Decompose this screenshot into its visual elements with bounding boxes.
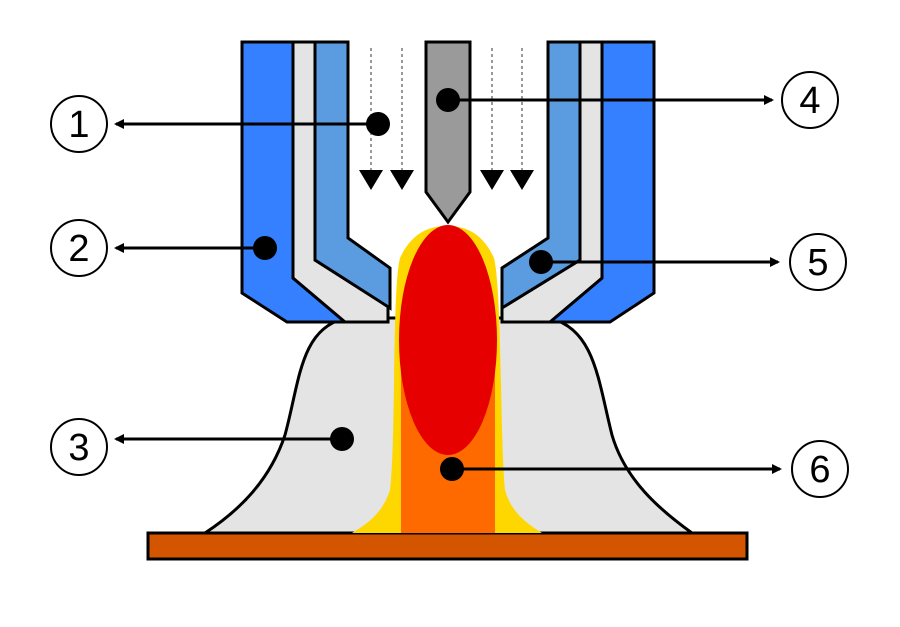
plasma-core xyxy=(399,225,497,455)
flow-arrow-3 xyxy=(480,170,504,190)
gas-flow-arrowheads xyxy=(359,170,534,190)
callout-4-circle xyxy=(781,71,839,129)
callout-2-circle xyxy=(50,219,108,277)
flow-arrow-4 xyxy=(510,170,534,190)
callout-3-label: 3 xyxy=(68,427,89,469)
callout-3-circle xyxy=(50,418,108,476)
callout-6: 6 xyxy=(440,440,849,498)
inner-nozzle-left xyxy=(313,40,392,311)
callout-5: 5 xyxy=(529,233,847,291)
callout-3: 3 xyxy=(50,418,354,476)
callout-1: 1 xyxy=(50,95,390,153)
callout-4: 4 xyxy=(436,71,839,129)
gas-flow-lines xyxy=(370,48,523,170)
flow-arrow-1 xyxy=(359,170,383,190)
callout-4-label: 4 xyxy=(799,80,820,122)
callout-5-circle xyxy=(789,233,847,291)
electrode xyxy=(424,40,472,225)
callout-1-circle xyxy=(50,95,108,153)
callout-2-label: 2 xyxy=(68,228,89,270)
callout-5-label: 5 xyxy=(807,242,828,284)
workpiece xyxy=(146,531,749,561)
callout-2: 2 xyxy=(50,219,277,277)
callout-6-label: 6 xyxy=(809,449,830,491)
callout-6-circle xyxy=(791,440,849,498)
inner-nozzle-right xyxy=(500,40,582,311)
flow-arrow-2 xyxy=(390,170,414,190)
callout-1-label: 1 xyxy=(68,104,89,146)
